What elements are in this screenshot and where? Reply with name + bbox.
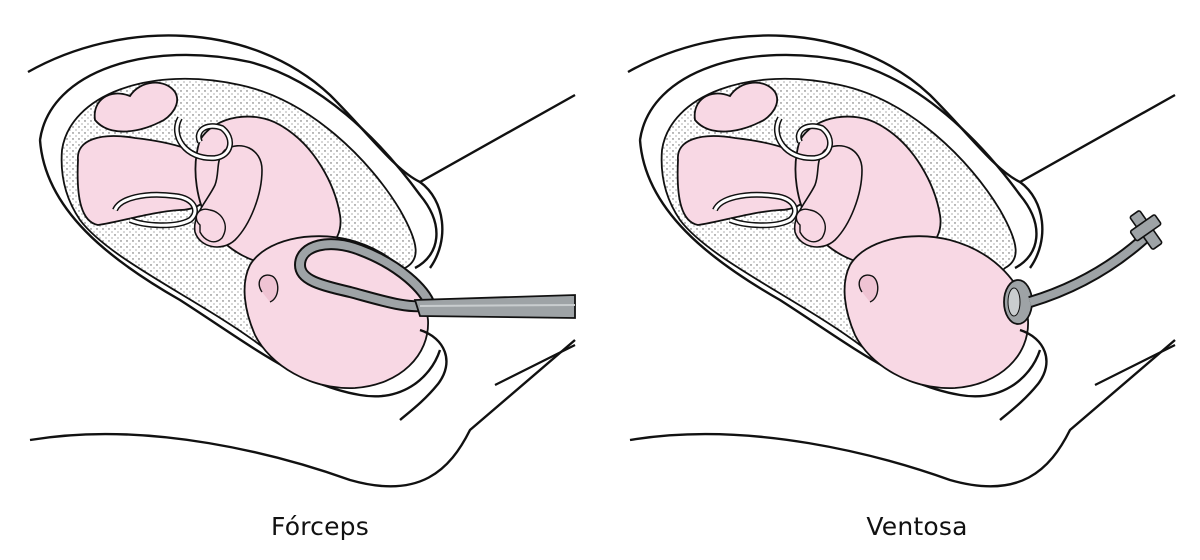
forceps-caption: Fórceps [271, 512, 369, 541]
vacuum-illustration [600, 0, 1200, 500]
forceps-panel: Fórceps [0, 0, 600, 541]
forceps-illustration [0, 0, 600, 500]
vacuum-panel: Ventosa [600, 0, 1200, 560]
vacuum-caption: Ventosa [866, 512, 968, 541]
vacuum-handle [1129, 210, 1163, 250]
